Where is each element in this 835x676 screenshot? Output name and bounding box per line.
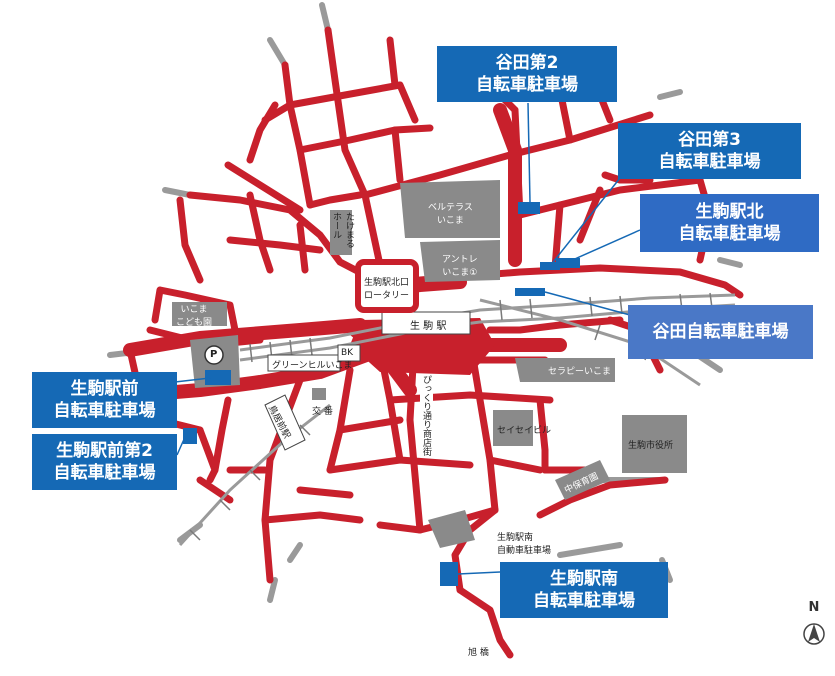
antore-building [420,240,500,282]
callout-taniden2-line1: 谷田第2 [495,53,559,73]
callout-taniden-line1: 谷田自転車駐車場 [652,322,789,342]
bk-building [337,344,361,362]
label-minami-parking: 生駒駅南 自動車駐車場 [497,533,552,556]
rotary-box [355,259,419,313]
callout-ikoma-kita: 生駒駅北 自転車駐車場 [640,194,819,252]
callout-ikoma-mae-line1: 生駒駅前 [70,379,139,399]
koban-building [312,388,326,400]
ikoma-kita-marker [556,258,580,268]
label-green-hill: グリーンヒルいこま [272,361,353,371]
label-hikkuri: ぴっくり通り商店街 [420,375,433,456]
callout-taniden3-line1: 谷田第3 [678,130,741,150]
callout-taniden2: 谷田第2 自転車駐車場 [437,46,617,102]
ikoma-mae2-marker [183,428,197,444]
callout-ikoma-mae2-line2: 自転車駐車場 [53,463,156,483]
callout-ikoma-mae-line2: 自転車駐車場 [53,401,156,421]
minami-parking-building [428,510,475,548]
label-serapi: セラピーいこま [548,367,612,377]
callout-ikoma-minami: 生駒駅南 自転車駐車場 [500,562,668,618]
serapi-building [515,358,615,382]
label-kodomoen: いこま こども園 [176,305,213,328]
ikoma-minami-marker [440,562,458,586]
label-bk: BK [341,348,354,358]
green-hill-building [267,354,341,372]
ikoma-mae-marker [205,370,231,385]
north-label: N [808,600,820,615]
chuhoiku-building [555,460,610,500]
belltaras-building [400,180,500,238]
kodomoen-building [172,302,227,326]
north-arrow-icon [803,623,825,645]
callout-taniden2-line2: 自転車駐車場 [476,75,578,95]
label-rotary: 生駒駅北口 ロータリー [364,278,410,301]
label-belltaras: ベルテラス いこま [428,203,473,226]
label-asahi: 旭 橋 [468,648,489,658]
torii-label-bg [264,394,306,451]
station-building [381,311,471,335]
label-station: 生 駒 駅 [410,321,447,332]
parking-symbol-circle [204,345,224,365]
taniden2-marker [518,202,540,214]
callout-ikoma-mae2-line1: 生駒駅前第2 [56,441,153,461]
callout-ikoma-kita-line1: 生駒駅北 [695,202,764,222]
label-koban: 交 番 [312,407,333,417]
label-shiyakusho: 生駒市役所 [628,441,674,451]
callout-ikoma-minami-line2: 自転車駐車場 [533,591,635,611]
callout-ikoma-mae2: 生駒駅前第2 自転車駐車場 [32,434,177,490]
bicycle-parking-markers [183,202,580,586]
taniden-marker [515,288,545,296]
callout-ikoma-kita-line2: 自転車駐車場 [678,224,781,244]
callout-ikoma-mae: 生駒駅前 自転車駐車場 [32,372,177,428]
callout-taniden: 谷田自転車駐車場 [628,305,813,359]
seiseibiru-building [493,410,533,446]
label-antore: アントレ いこま① [442,255,478,278]
label-parking-symbol: P [210,349,218,360]
leader-lines [174,102,641,575]
shiyakusho-building [622,415,687,473]
label-takemaru: たけまる ホール [331,212,354,248]
callout-taniden3-line2: 自転車駐車場 [658,152,761,172]
takemaru-hall [330,210,352,255]
callout-ikoma-minami-line1: 生駒駅南 [550,569,618,589]
label-seiseibiru: セイセイビル [497,426,552,436]
callout-taniden3: 谷田第3 自転車駐車場 [618,123,801,179]
